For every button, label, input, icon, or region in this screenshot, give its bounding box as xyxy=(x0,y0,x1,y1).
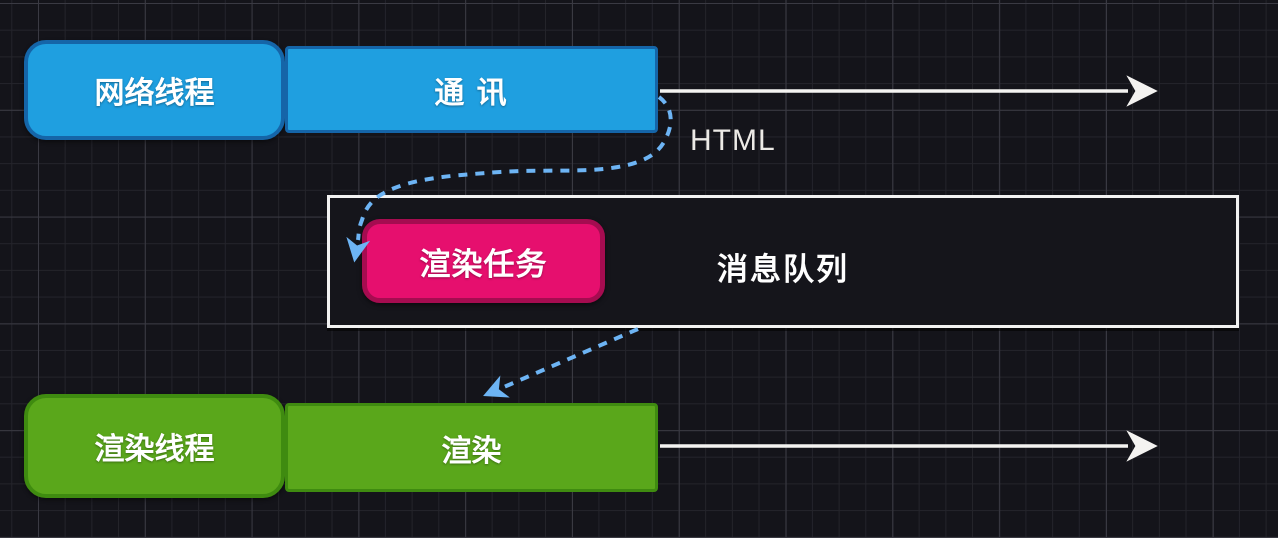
html-annotation: HTML xyxy=(690,124,776,157)
render-node: 渲染 xyxy=(285,403,658,492)
render-thread-label: 渲染线程 xyxy=(94,433,215,466)
network-thread-node: 网络线程 xyxy=(24,40,285,140)
message-queue-label: 消息队列 xyxy=(717,252,849,287)
render-label: 渲染 xyxy=(441,434,502,468)
communication-label: 通 讯 xyxy=(434,76,509,110)
render-thread-node: 渲染线程 xyxy=(24,394,285,498)
communication-node: 通 讯 xyxy=(285,46,658,133)
render-task-node: 渲染任务 xyxy=(362,219,605,303)
network-thread-label: 网络线程 xyxy=(94,77,215,110)
task-dequeue-arrow xyxy=(483,327,639,398)
render-task-label: 渲染任务 xyxy=(419,246,548,282)
